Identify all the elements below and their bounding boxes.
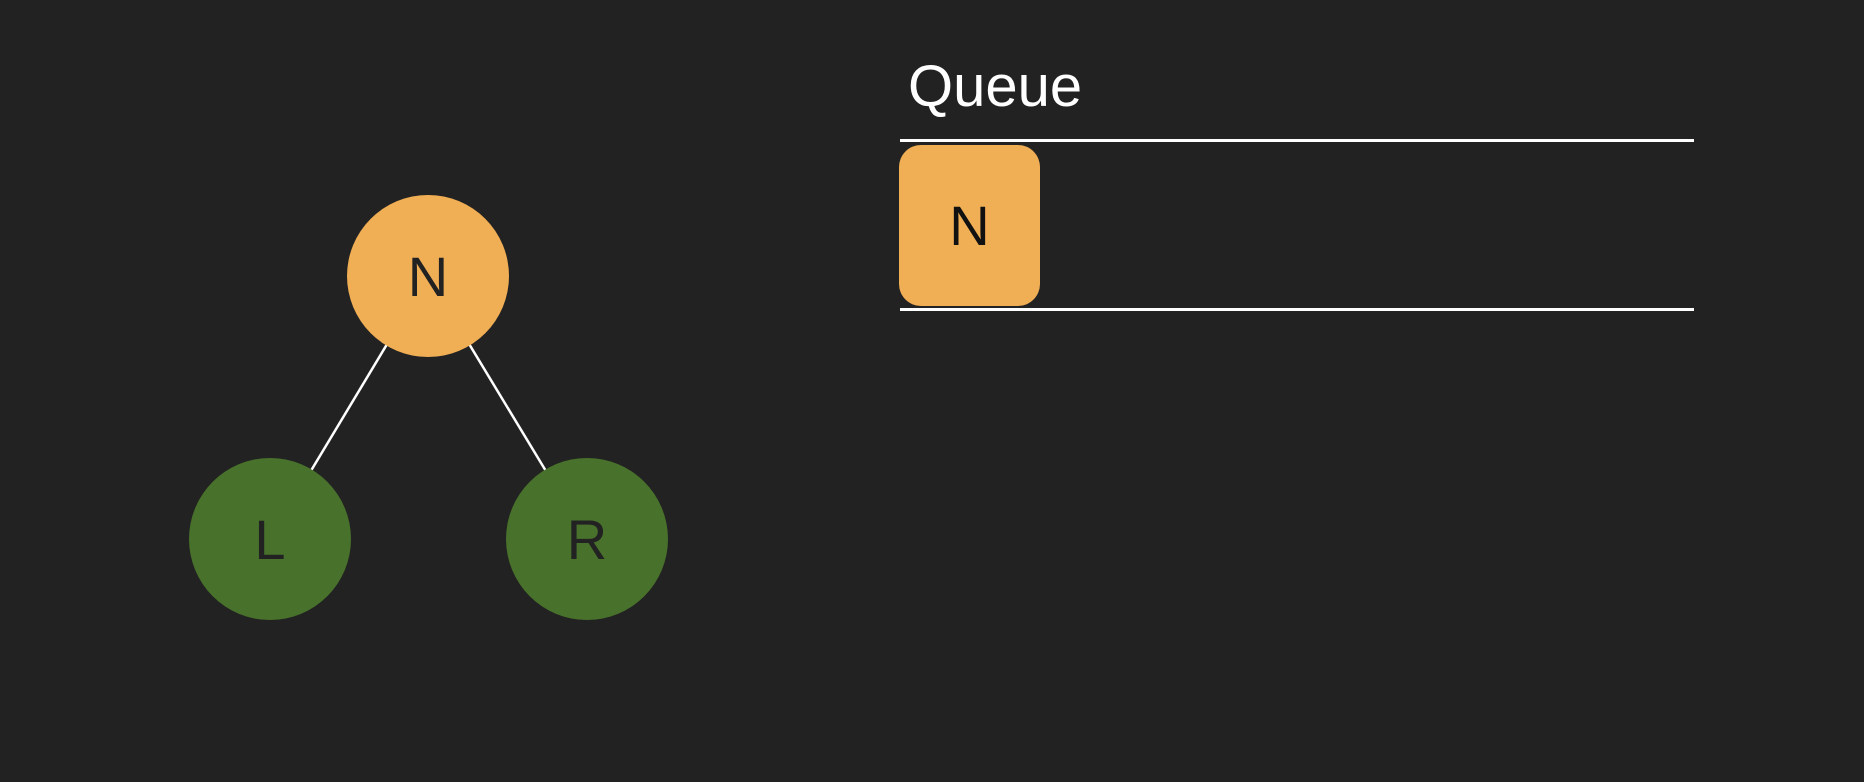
tree-node-label: R xyxy=(567,508,607,571)
tree-node-L: L xyxy=(189,458,351,620)
queue-item: N xyxy=(899,145,1040,306)
queue-item-label: N xyxy=(949,194,990,257)
tree-node-R: R xyxy=(506,458,668,620)
queue-title: Queue xyxy=(908,54,1083,119)
tree-node-label: N xyxy=(408,245,448,308)
tree-node-N: N xyxy=(347,195,509,357)
tree-node-circle xyxy=(506,458,668,620)
queue-top-rail xyxy=(900,139,1694,142)
tree-edges xyxy=(309,341,548,473)
tree-edge-N-L xyxy=(309,341,390,472)
tree-edge-N-R xyxy=(466,341,548,473)
tree-node-circle xyxy=(347,195,509,357)
tree-nodes: N L R xyxy=(189,195,668,620)
tree-node-label: L xyxy=(254,508,285,571)
queue-bottom-rail xyxy=(900,308,1694,311)
tree-node-circle xyxy=(189,458,351,620)
